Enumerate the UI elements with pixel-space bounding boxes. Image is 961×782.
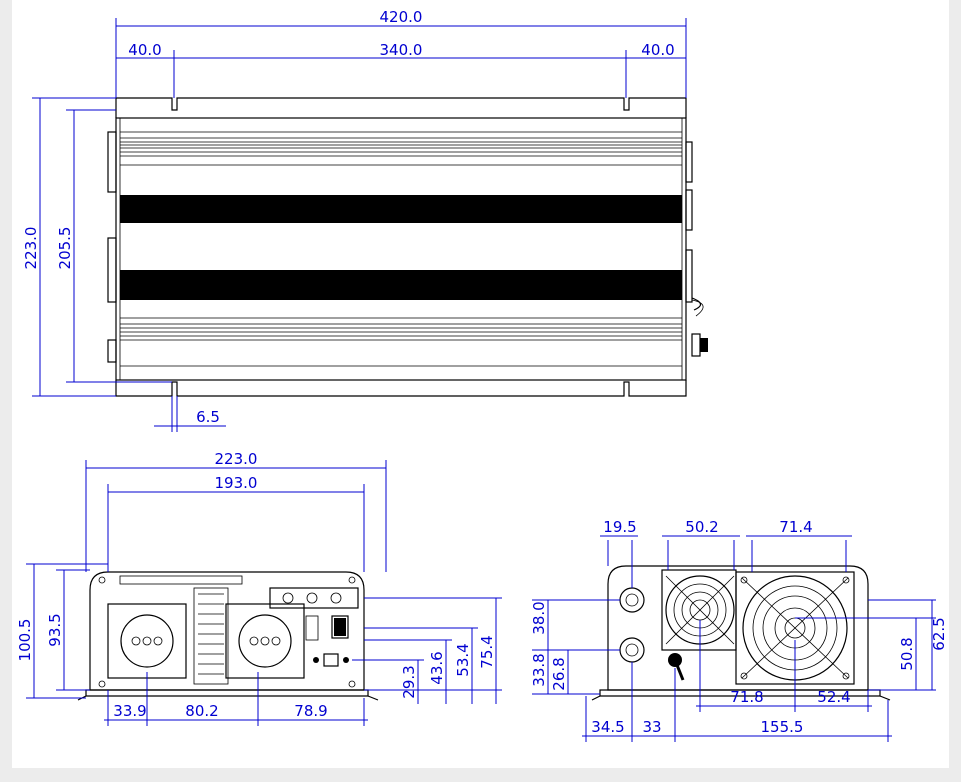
dim-body-width: 205.5 bbox=[56, 227, 74, 270]
dim-h-75-4: 75.4 bbox=[478, 635, 496, 668]
technical-drawing: 420.0 40.0 340.0 40.0 223.0 205.5 6.5 bbox=[16, 8, 948, 742]
dim-overall-width: 223.0 bbox=[22, 227, 40, 270]
dim-h-38-0: 38.0 bbox=[530, 601, 548, 634]
dim-right-offset: 40.0 bbox=[641, 41, 674, 59]
dim-fan1-center: 71.8 bbox=[730, 688, 763, 706]
dim-mount-spacing: 193.0 bbox=[215, 474, 258, 492]
dim-ac-body-height: 93.5 bbox=[46, 613, 64, 646]
dim-width-155-5: 155.5 bbox=[761, 718, 804, 736]
dim-left-edge: 34.5 bbox=[591, 718, 624, 736]
dc-end-view-dimensions: 19.5 50.2 71.4 38.0 33.8 26.8 71.8 52.4 … bbox=[530, 518, 948, 742]
dim-socket2-to-edge: 78.9 bbox=[294, 702, 327, 720]
dim-ac-overall-height: 100.5 bbox=[16, 619, 34, 662]
ac-end-view-dimensions: 223.0 193.0 100.5 93.5 33.9 80.2 78.9 29… bbox=[16, 450, 502, 726]
top-view bbox=[107, 97, 708, 397]
dim-h-29-3: 29.3 bbox=[400, 665, 418, 698]
dim-slot-width: 6.5 bbox=[196, 408, 220, 426]
ac-end-view bbox=[77, 571, 379, 701]
drawing-sheet: 420.0 40.0 340.0 40.0 223.0 205.5 6.5 bbox=[12, 0, 949, 768]
dim-left-offset: 40.0 bbox=[128, 41, 161, 59]
dim-socket1-offset: 33.9 bbox=[113, 702, 146, 720]
dim-socket-spacing: 80.2 bbox=[185, 702, 218, 720]
dim-fan2-center-h: 50.8 bbox=[898, 637, 916, 670]
dim-overall-length: 420.0 bbox=[380, 8, 423, 26]
dim-h-26-8: 26.8 bbox=[550, 657, 568, 690]
dim-ac-overall-width: 223.0 bbox=[215, 450, 258, 468]
dim-terminal-gap: 33 bbox=[642, 718, 661, 736]
dim-h-53-4: 53.4 bbox=[454, 643, 472, 676]
top-view-dimensions: 420.0 40.0 340.0 40.0 223.0 205.5 6.5 bbox=[22, 8, 687, 432]
dim-hole-spacing: 340.0 bbox=[380, 41, 423, 59]
dim-h-43-6: 43.6 bbox=[428, 651, 446, 684]
dim-fan1-width: 50.2 bbox=[685, 518, 718, 536]
dc-end-view bbox=[591, 565, 891, 701]
dim-fan2-width: 71.4 bbox=[779, 518, 812, 536]
dim-fan-spacing: 52.4 bbox=[817, 688, 850, 706]
dim-h-62-5: 62.5 bbox=[930, 617, 948, 650]
dim-terminal-offset: 19.5 bbox=[603, 518, 636, 536]
dim-h-33-8: 33.8 bbox=[530, 653, 548, 686]
